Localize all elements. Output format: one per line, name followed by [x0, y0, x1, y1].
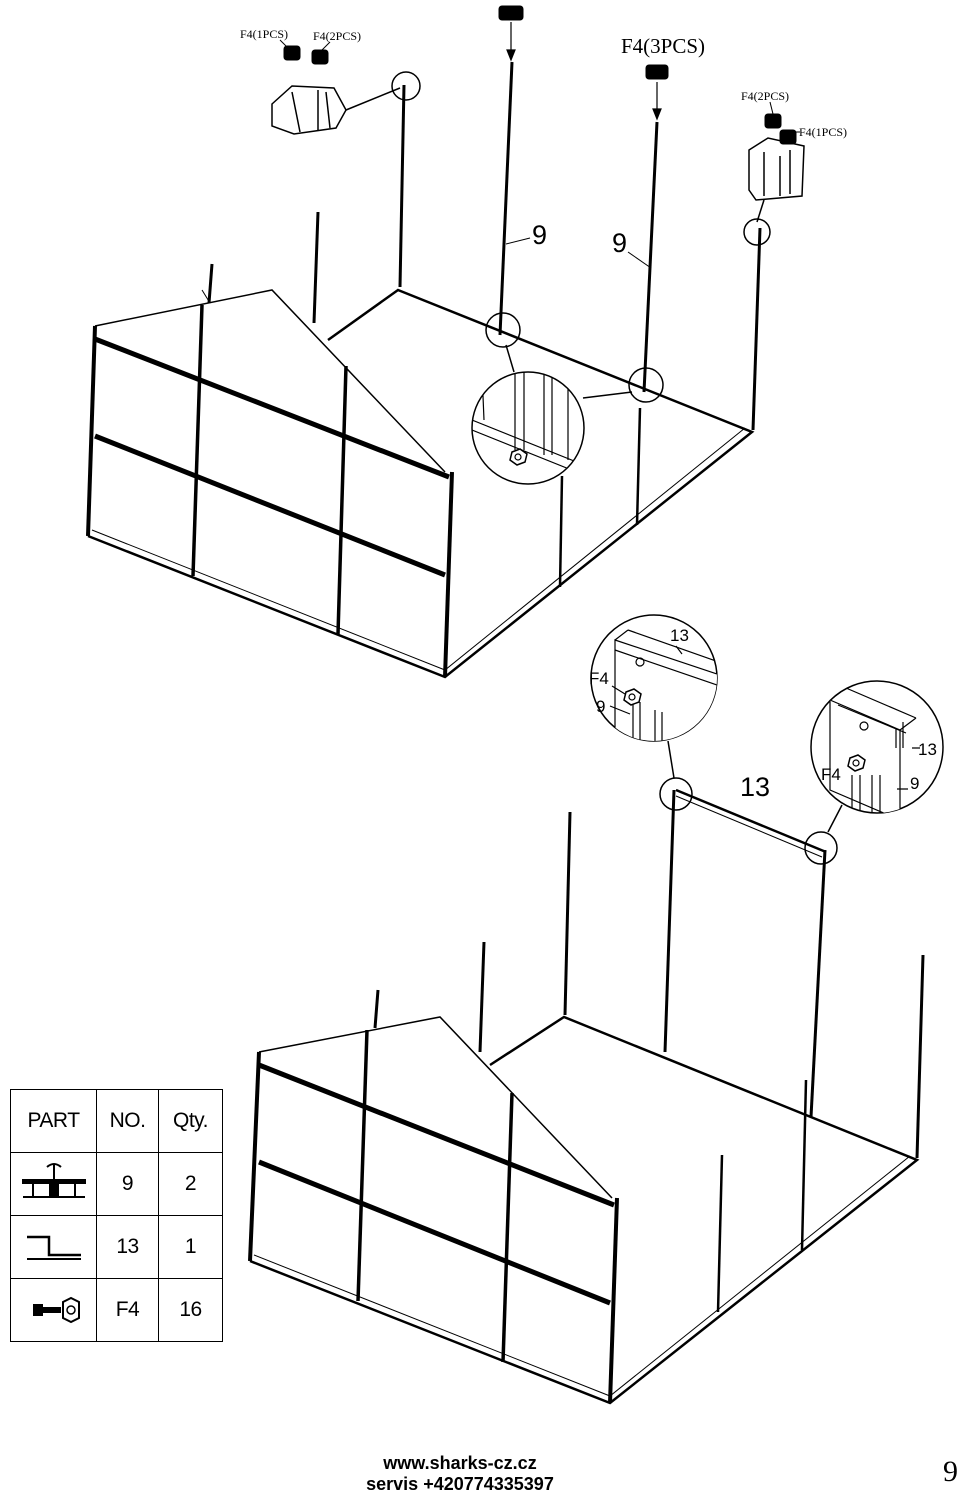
top-step-structure: [86, 5, 805, 679]
header-qty: Qty.: [158, 1089, 223, 1153]
top-bolt-arrows: [506, 22, 662, 121]
bottom-labels: 13 13 F4 9 13 F4 9: [589, 626, 937, 802]
label-right-detail-f4: F4: [821, 765, 841, 784]
label-left-detail-f4: F4: [589, 669, 609, 688]
label-center-bolts: F4(3PCS): [621, 34, 705, 58]
parts-table: PART NO. Qty. 9 2 13 1: [10, 1089, 223, 1342]
footer-service-phone: servis +420774335397: [366, 1474, 554, 1494]
label-right-detail-9: 9: [910, 774, 919, 793]
label-post-a: 9: [532, 220, 547, 250]
footer-website[interactable]: www.sharks-cz.cz: [383, 1453, 537, 1473]
top-gable-wall: [86, 289, 454, 678]
angle-beam-icon: [26, 1235, 81, 1260]
post-base-magnifier: [471, 371, 585, 485]
top-bolts: [283, 5, 797, 145]
h-profile-post-icon: [21, 1163, 86, 1198]
part-qty: 1: [158, 1215, 223, 1279]
page-number: 9: [943, 1455, 958, 1488]
label-right-detail-13: 13: [918, 740, 937, 759]
right-corner-gusset: [748, 137, 805, 223]
label-post-b: 9: [612, 228, 627, 258]
top-leader-lines: [279, 39, 800, 269]
label-right-bolts-1: F4(1PCS): [799, 125, 847, 139]
label-beam-13: 13: [740, 772, 770, 802]
top-labels: F4(1PCS) F4(2PCS) F4(3PCS) F4(2PCS) F4(1…: [240, 27, 847, 258]
part-icon-cell: [10, 1278, 97, 1342]
part-qty: 2: [158, 1152, 223, 1216]
beam-joint-detail-right: [810, 680, 944, 814]
bottom-floor-frame: [249, 1015, 920, 1405]
table-row: F4 16: [10, 1278, 223, 1342]
part-no: 9: [96, 1152, 159, 1216]
label-right-bolts-2: F4(2PCS): [741, 89, 789, 103]
part-no: F4: [96, 1278, 159, 1342]
label-left-bolts-2: F4(2PCS): [313, 29, 361, 43]
left-corner-gusset: [271, 85, 401, 135]
table-row: 9 2: [10, 1152, 223, 1216]
header-part: PART: [10, 1089, 97, 1153]
label-left-detail-9: 9: [596, 697, 605, 716]
top-callout-circles: [391, 71, 771, 403]
bottom-gable-wall: [248, 1016, 619, 1404]
assembly-diagram: F4(1PCS) F4(2PCS) F4(3PCS) F4(2PCS) F4(1…: [86, 5, 944, 1405]
footer: www.sharks-cz.cz servis +420774335397: [0, 1452, 960, 1497]
part-qty: 16: [158, 1278, 223, 1342]
label-left-bolts-1: F4(1PCS): [240, 27, 288, 41]
bottom-posts: [373, 789, 925, 1313]
part-icon-cell: [10, 1152, 97, 1216]
part-icon-cell: [10, 1215, 97, 1279]
ridge-beam-13: [675, 788, 827, 858]
top-floor-frame: [87, 288, 755, 679]
part-no: 13: [96, 1215, 159, 1279]
parts-table-header: PART NO. Qty.: [10, 1089, 223, 1153]
top-posts: [207, 61, 762, 588]
bottom-callout-circles: [659, 740, 843, 865]
beam-joint-detail-left: [590, 614, 718, 742]
bottom-step-structure: [248, 614, 944, 1405]
label-left-detail-13: 13: [670, 626, 689, 645]
header-no: NO.: [96, 1089, 159, 1153]
table-row: 13 1: [10, 1215, 223, 1279]
bolt-nut-icon: [32, 1296, 80, 1324]
